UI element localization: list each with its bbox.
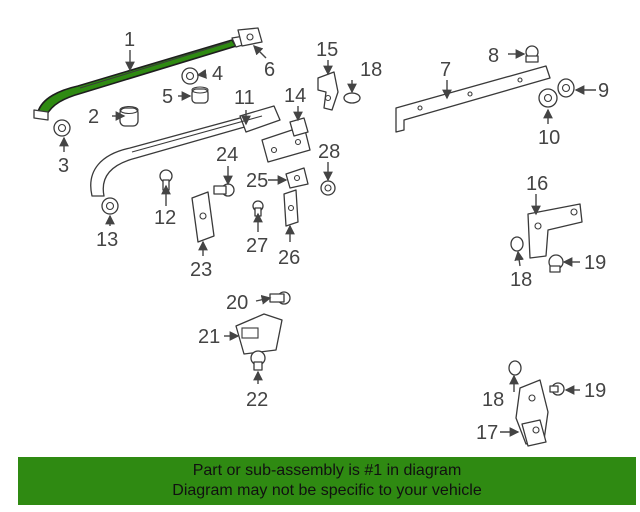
part-8-bolt[interactable]: [525, 45, 539, 63]
part-18-washer-bottom[interactable]: [508, 360, 522, 376]
part-27-bolt[interactable]: [252, 200, 264, 217]
callout-5: 5: [162, 86, 173, 108]
callout-23: 23: [190, 259, 212, 281]
callout-10: 10: [538, 127, 560, 149]
callout-8: 8: [488, 45, 499, 67]
callout-11: 11: [234, 87, 255, 109]
callout-12: 12: [154, 207, 176, 229]
part-22-bolt[interactable]: [250, 350, 266, 371]
callout-25: 25: [246, 170, 268, 192]
part-19-bolt-mid[interactable]: [548, 254, 564, 273]
callout-2: 2: [88, 106, 99, 128]
callout-3: 3: [58, 155, 69, 177]
callout-1: 1: [124, 29, 135, 51]
part-9-bushing[interactable]: [557, 78, 575, 98]
part-23-plate[interactable]: [191, 191, 215, 243]
callout-19-bottom: 19: [584, 380, 606, 402]
part-24-bolt[interactable]: [213, 183, 235, 197]
callout-24: 24: [216, 144, 238, 166]
part-4-nut[interactable]: [181, 67, 199, 85]
part-28-nut[interactable]: [320, 180, 336, 196]
callout-20: 20: [226, 292, 248, 314]
leader-lines: [59, 45, 596, 437]
part-6-end-cap[interactable]: [237, 27, 263, 47]
part-19-bolt-bottom[interactable]: [549, 382, 565, 396]
callout-18-mid: 18: [510, 269, 532, 291]
banner-line-1: Part or sub-assembly is #1 in diagram: [192, 462, 462, 479]
callout-22: 22: [246, 389, 268, 411]
part-21-mount[interactable]: [235, 313, 283, 355]
part-15-bracket[interactable]: [317, 71, 339, 111]
part-16-hinge[interactable]: [527, 203, 583, 259]
callout-6: 6: [264, 59, 275, 81]
callout-14: 14: [284, 85, 306, 107]
callout-18-top: 18: [360, 59, 382, 81]
part-13-nut[interactable]: [101, 197, 119, 215]
callout-9: 9: [598, 80, 609, 102]
callout-labels: 1 2 3 4 5 6 7 8 9 10 11 12 13 14 15 16 1…: [58, 29, 609, 444]
callout-4: 4: [212, 63, 223, 85]
part-18-bushing-top[interactable]: [343, 92, 361, 104]
callout-15: 15: [316, 39, 338, 61]
parts-diagram: 1 2 3 4 5 6 7 8 9 10 11 12 13 14 15 16 1…: [33, 27, 609, 447]
part-17-hinge[interactable]: [515, 379, 549, 447]
part-20-bolt[interactable]: [269, 291, 291, 305]
part-14-hinge-bracket[interactable]: [261, 117, 311, 163]
callout-27: 27: [246, 235, 268, 257]
part-26-plate[interactable]: [283, 189, 299, 227]
callout-17: 17: [476, 422, 498, 444]
callout-13: 13: [96, 229, 118, 251]
part-11-lower-rail[interactable]: [90, 105, 281, 197]
callout-19-mid: 19: [584, 252, 606, 274]
callout-26: 26: [278, 247, 300, 269]
callout-16: 16: [526, 173, 548, 195]
part-5-spacer[interactable]: [191, 86, 209, 104]
part-3-nut[interactable]: [53, 119, 71, 137]
callout-18-bottom: 18: [482, 389, 504, 411]
callout-7: 7: [440, 59, 451, 81]
callout-21: 21: [198, 326, 220, 348]
callout-28: 28: [318, 141, 340, 163]
banner-line-2: Diagram may not be specific to your vehi…: [172, 482, 482, 499]
part-10-nut[interactable]: [538, 88, 558, 108]
part-25-plate[interactable]: [285, 167, 309, 189]
part-7-rail[interactable]: [395, 65, 551, 133]
info-banner: Part or sub-assembly is #1 in diagram Di…: [18, 457, 636, 505]
part-18-washer-mid[interactable]: [510, 236, 524, 252]
